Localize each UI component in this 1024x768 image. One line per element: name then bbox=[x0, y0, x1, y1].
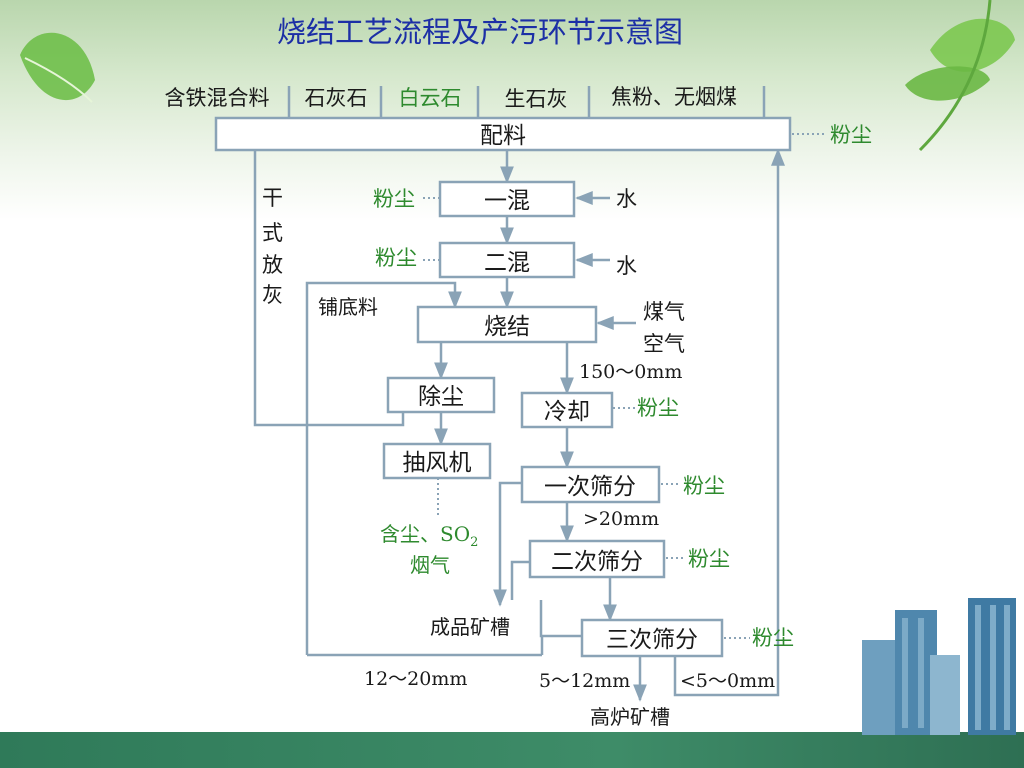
raw-material-connectors bbox=[287, 86, 766, 118]
raw-material-item: 焦粉、无烟煤 bbox=[611, 85, 737, 109]
box-erhun bbox=[438, 241, 576, 279]
leaf-icon bbox=[905, 0, 1015, 152]
dust-label: 粉尘 bbox=[375, 246, 417, 270]
label-yihun: 一混 bbox=[484, 188, 530, 214]
label-lengque: 冷却 bbox=[544, 399, 590, 425]
box-yici bbox=[520, 465, 661, 504]
size-5-12-label: 5～12mm bbox=[539, 670, 630, 692]
dust-label: 粉尘 bbox=[683, 474, 725, 498]
bedding-label: 铺底料 bbox=[318, 295, 378, 319]
raw-material-item: 含铁混合料 bbox=[165, 86, 270, 110]
dust-label: 粉尘 bbox=[688, 547, 730, 571]
label-yici: 一次筛分 bbox=[544, 474, 636, 500]
label-sanci: 三次筛分 bbox=[606, 627, 698, 653]
air-label: 空气 bbox=[643, 332, 685, 356]
label-chuchen: 除尘 bbox=[418, 384, 464, 410]
input-labels: 水 水 煤气 空气 bbox=[616, 187, 685, 356]
dust-label: 粉尘 bbox=[752, 626, 794, 650]
dry-ash-char: 放 bbox=[262, 253, 283, 277]
leaf-icon bbox=[20, 32, 95, 103]
dry-ash-char: 灰 bbox=[262, 283, 283, 307]
label-erci: 二次筛分 bbox=[551, 549, 643, 575]
raw-materials: 含铁混合料 石灰石 白云石 生石灰 焦粉、无烟煤 bbox=[165, 85, 738, 111]
dry-ash-label: 干 式 放 灰 bbox=[262, 186, 283, 307]
label-shaojie: 烧结 bbox=[484, 314, 530, 340]
dry-ash-char: 式 bbox=[262, 221, 283, 245]
box-sanci bbox=[580, 618, 724, 658]
dust-label: 粉尘 bbox=[637, 396, 679, 420]
smoke-label-line1: 含尘、SO2 bbox=[380, 522, 478, 550]
box-peiliao bbox=[214, 116, 792, 152]
label-peiliao: 配料 bbox=[480, 123, 526, 149]
flow-connectors bbox=[253, 148, 785, 702]
dry-ash-char: 干 bbox=[262, 186, 283, 210]
page-title: 烧结工艺流程及产污环节示意图 bbox=[277, 15, 683, 49]
size-20-label: >20mm bbox=[583, 508, 659, 530]
dust-label: 粉尘 bbox=[373, 187, 415, 211]
product-bin-label: 成品矿槽 bbox=[430, 615, 510, 639]
raw-material-item: 石灰石 bbox=[305, 86, 368, 110]
box-choufengji bbox=[382, 442, 492, 480]
dust-label: 粉尘 bbox=[830, 123, 872, 147]
box-shaojie bbox=[416, 305, 598, 344]
raw-material-item: 白云石 bbox=[399, 86, 462, 110]
label-choufengji: 抽风机 bbox=[403, 450, 472, 476]
footer-band bbox=[0, 732, 1024, 768]
size-150-label: 150～0mm bbox=[579, 361, 682, 383]
raw-material-item: 生石灰 bbox=[505, 87, 568, 111]
box-lengque bbox=[520, 391, 614, 429]
label-erhun: 二混 bbox=[484, 250, 530, 276]
blast-furnace-bin-label: 高炉矿槽 bbox=[590, 705, 670, 729]
smoke-label-line2: 烟气 bbox=[410, 553, 450, 577]
emission-lines bbox=[423, 133, 826, 639]
box-chuchen bbox=[386, 376, 496, 414]
water-label: 水 bbox=[616, 254, 637, 278]
building-icon bbox=[862, 598, 1016, 735]
size-12-20-label: 12～20mm bbox=[364, 668, 467, 690]
process-boxes bbox=[214, 116, 792, 658]
size-lt5-label: <5～0mm bbox=[680, 670, 775, 692]
box-yihun bbox=[438, 180, 576, 218]
gas-label: 煤气 bbox=[643, 300, 685, 324]
dust-labels: 粉尘 粉尘 粉尘 粉尘 粉尘 粉尘 粉尘 bbox=[373, 123, 872, 650]
box-erci bbox=[528, 539, 666, 579]
water-label: 水 bbox=[616, 187, 637, 211]
